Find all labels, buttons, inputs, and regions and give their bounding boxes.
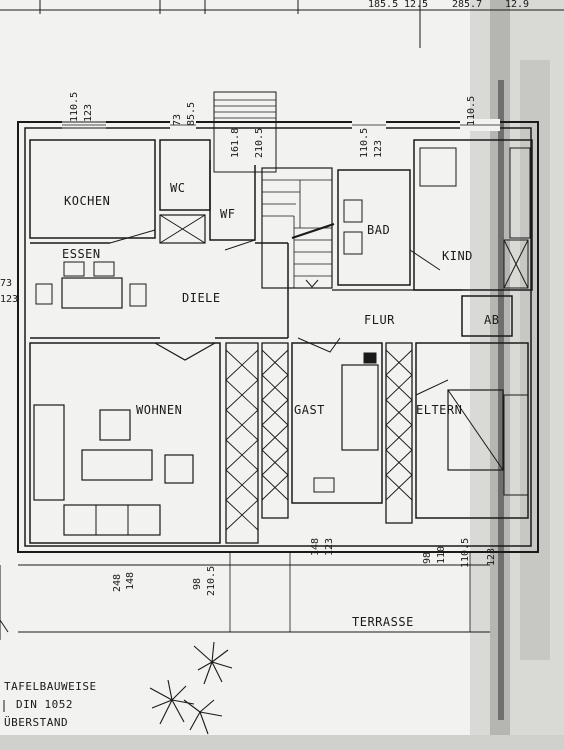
dim-top-a2: 123 (83, 104, 94, 122)
room-label-flur: FLUR (364, 313, 395, 327)
dim-top-e1: 110.5 (466, 96, 477, 126)
dim-bot-9: 110.5 (460, 538, 471, 568)
room-label-ab: AB (484, 313, 499, 327)
note-din: DIN 1052 (16, 698, 73, 711)
dim-bot-7: 98 (422, 552, 433, 564)
dim-strip-4: 12.9 (505, 0, 529, 10)
dim-top-d1: 110.5 (359, 128, 370, 158)
entrance-steps (213, 91, 277, 173)
dim-top-b1: 73 (172, 114, 183, 126)
top-dimensions: 110.5 123 73 85.5 161.8 210.5 110.5 123 … (69, 92, 477, 158)
terrace-outline (18, 552, 490, 633)
room-label-diele: DIELE (182, 291, 221, 305)
room-label-kind: KIND (442, 249, 473, 263)
dim-strip-1: 185.5 (368, 0, 398, 10)
room-label-gast: GAST (294, 403, 325, 417)
dim-top-a1: 110.5 (69, 92, 80, 122)
room-label-wf: WF (220, 207, 235, 221)
room-label-wohnen: WOHNEN (136, 403, 182, 417)
dim-top-c1: 161.8 (230, 128, 241, 158)
dim-left-2: 123 (0, 294, 18, 305)
bottom-dimensions: 248 148 98 210.5 148 123 98 110 110.5 12… (112, 538, 497, 596)
room-label-terrasse: TERRASSE (352, 615, 414, 629)
dim-top-b2: 85.5 (186, 102, 197, 126)
note-construction: TAFELBAUWEISE (4, 680, 97, 693)
dim-bot-8: 110 (436, 546, 447, 564)
dim-strip-3: 285.7 (452, 0, 482, 10)
note-overhang: ÜBERSTAND (4, 716, 68, 729)
dim-top-d2: 123 (373, 140, 384, 158)
plant-icon (149, 641, 233, 735)
dim-bot-10: 123 (486, 548, 497, 566)
dim-left-1: 73 (0, 278, 12, 289)
dim-strip-2: 12.5 (404, 0, 428, 10)
structural-hatching (225, 349, 413, 531)
dim-bot-5: 148 (310, 538, 321, 556)
dim-bot-2: 148 (125, 572, 136, 590)
room-label-eltern: ELTERN (416, 403, 462, 417)
top-dimension-strip: 185.5 12.5 285.7 12.9 (0, 0, 564, 48)
dim-top-c2: 210.5 (254, 128, 265, 158)
outer-walls (17, 119, 539, 553)
dim-bot-1: 248 (112, 574, 123, 592)
room-label-essen: ESSEN (62, 247, 101, 261)
dim-bot-3: 98 (192, 578, 203, 590)
interior-walls (29, 139, 533, 544)
dim-bot-4: 210.5 (206, 566, 217, 596)
room-label-bad: BAD (367, 223, 390, 237)
room-label-wc: WC (170, 181, 185, 195)
room-label-kochen: KOCHEN (64, 194, 110, 208)
dim-bot-6: 123 (324, 538, 335, 556)
